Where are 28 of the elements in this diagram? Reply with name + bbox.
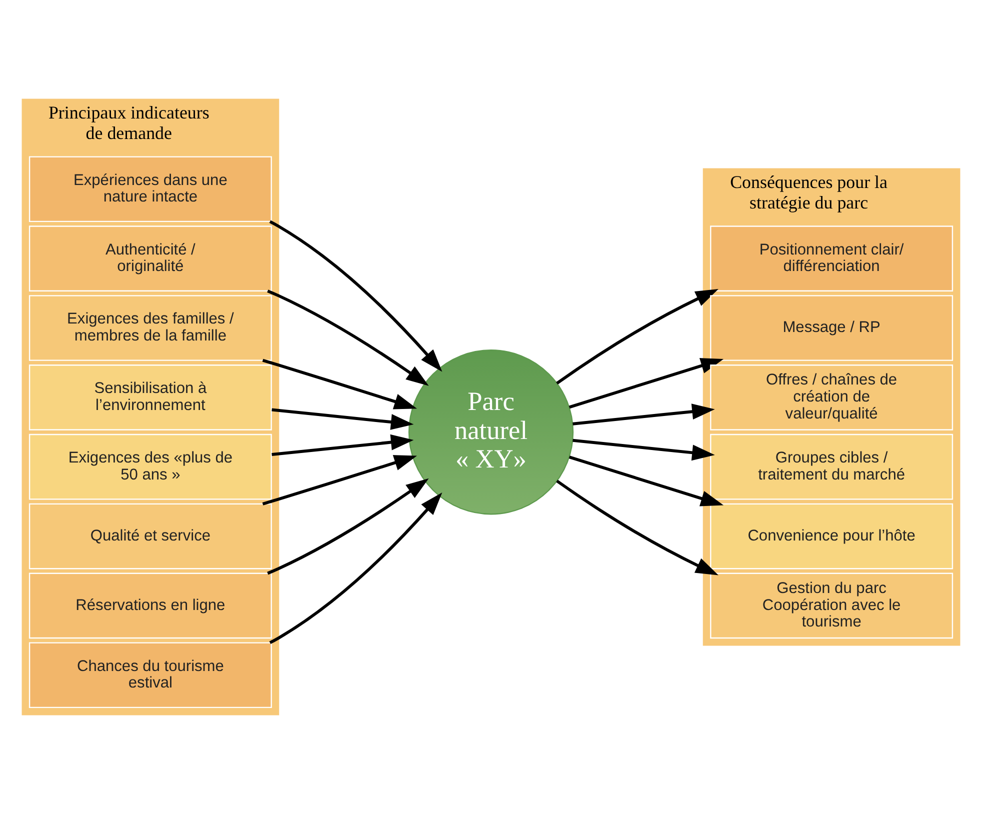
arrow [556,480,718,576]
arrow [272,434,414,456]
arrow [269,492,442,644]
node-box: Message / RP [710,295,954,361]
arrow [262,358,417,410]
node-box: Exigences des «plus de 50 ans » [28,434,272,500]
arrow [262,455,417,506]
arrow [568,456,724,506]
arrow [267,290,429,386]
arrow [272,408,414,430]
node-box: Offres / chaînes de création de valeur/qualité [710,364,954,430]
node-box: Groupes cibles / traitement du marché [710,434,954,500]
node-box: Réservations en ligne [28,572,272,639]
node-box: Positionnement clair/ différenciation [710,226,954,292]
arrow [269,220,442,372]
node-box: Qualité et service [28,503,272,570]
arrow [568,358,724,409]
node-box: Convenience pour l’hôte [710,503,954,570]
node-box: Gestion du parc Coopération avec le tourisme [710,572,954,639]
node-box: Exigences des familles / membres de la famille [28,295,272,361]
arrow [556,289,718,385]
arrow [572,404,715,426]
node-box: Sensibilisation à l’environnement [28,364,272,430]
node-box: Authenticité / originalité [28,226,272,292]
node-box: Chances du tourisme estival [28,642,272,708]
arrow [572,438,715,461]
node-box: Expériences dans une nature intacte [28,156,272,222]
arrow [267,478,429,575]
